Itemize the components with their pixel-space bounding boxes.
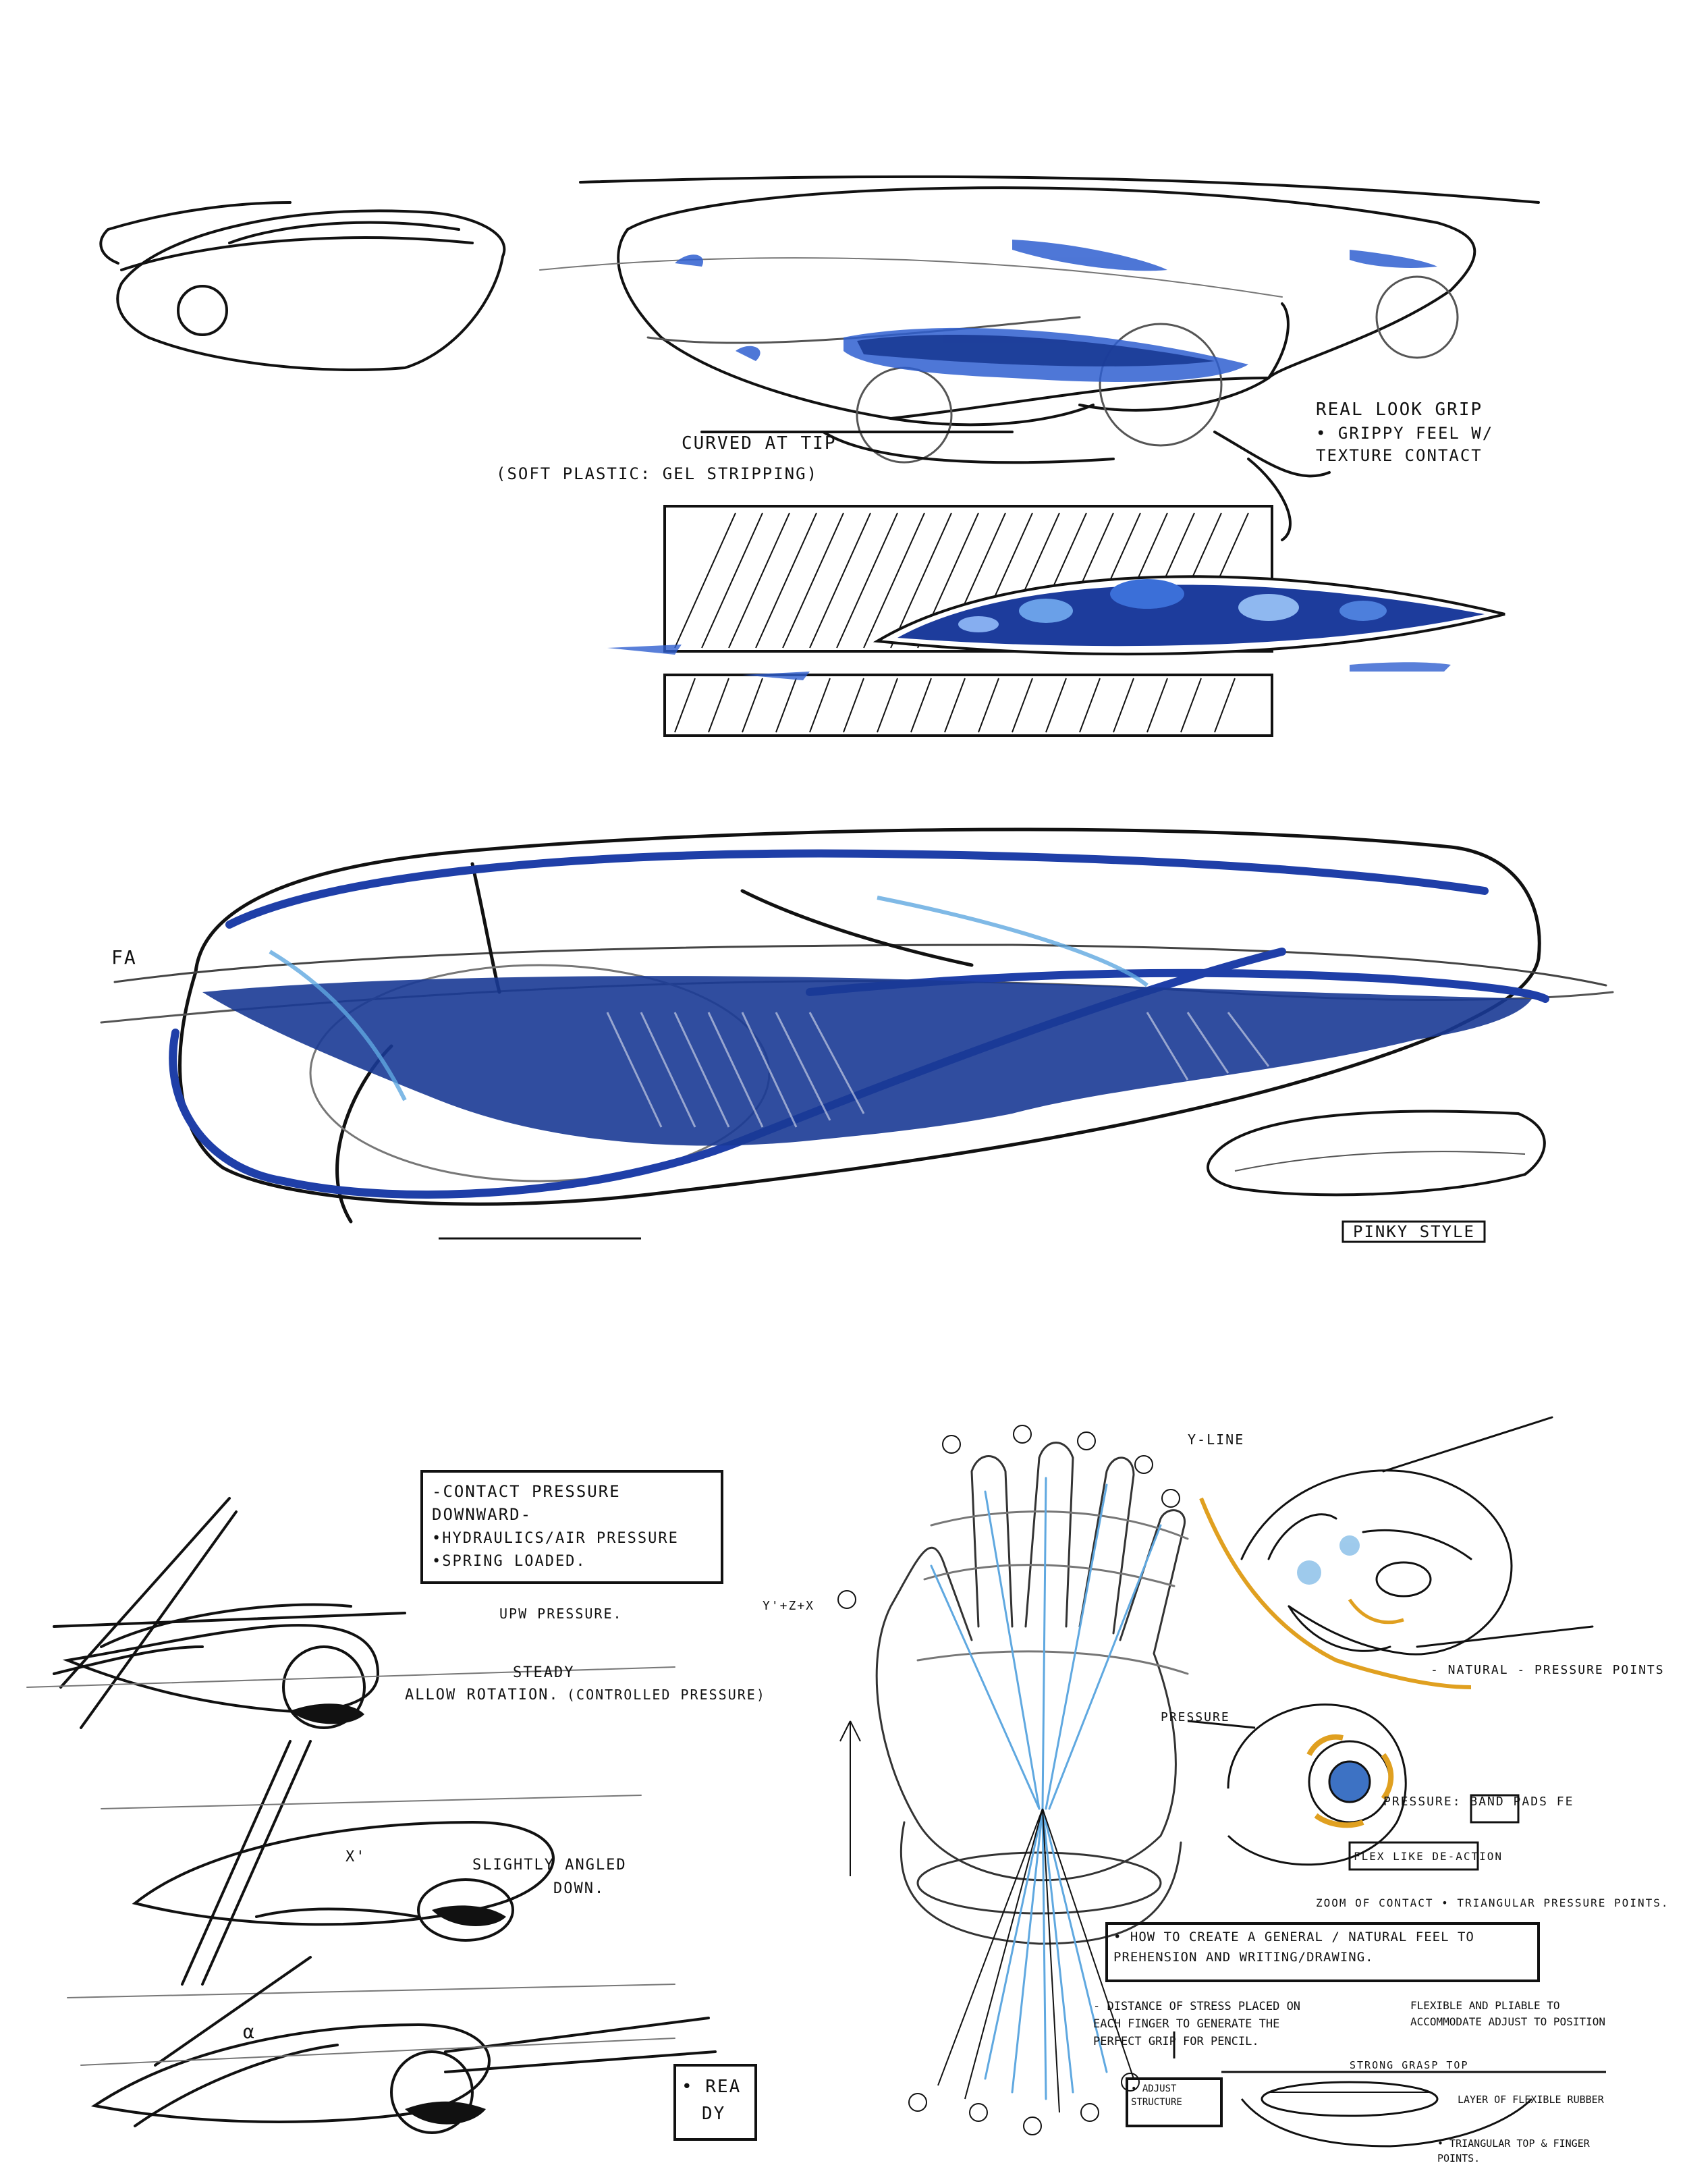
bl-label-angled-2: DOWN. — [553, 1880, 605, 1897]
br-label-yline: Y-LINE — [1188, 1431, 1244, 1448]
bottom-left-sketch-panel: -CONTACT PRESSURE DOWNWARD- •HYDRAULICS/… — [0, 1444, 765, 2184]
top-label-soft-plastic: (SOFT PLASTIC: GEL STRIPPING) — [496, 464, 818, 483]
bl-note-line-4: •SPRING LOADED. — [432, 1553, 586, 1570]
middle-sketch-drawing: FA PINKY STYLE — [100, 827, 1614, 1243]
bl-label-partial-1: • REA — [682, 2077, 741, 2097]
top-sketch-drawing: REAL LOOK GRIP • GRIPPY FEEL W/ TEXTURE … — [99, 175, 1540, 737]
bl-label-x: X' — [345, 1849, 366, 1865]
bl-label-steady-1: STEADY — [513, 1664, 574, 1681]
top-label-grip: REAL LOOK GRIP — [1316, 400, 1483, 420]
br-note-box-1-text: • HOW TO CREATE A GENERAL / NATURAL FEEL… — [1113, 1930, 1474, 1965]
middle-sketch-panel: FA PINKY STYLE — [0, 790, 1687, 1262]
bl-note-line-3: •HYDRAULICS/AIR PRESSURE — [432, 1530, 679, 1547]
bottom-right-sketch-drawing: Y-LINE - NATURAL - PRESSURE POINTS PRESS… — [763, 1416, 1669, 2164]
br-note-flexible: FLEXIBLE AND PLIABLE TO ACCOMMODATE ADJU… — [1410, 1999, 1605, 2028]
top-label-grippy: • GRIPPY FEEL W/ — [1316, 424, 1493, 443]
br-note-layer: LAYER OF FLEXIBLE RUBBER — [1458, 2094, 1604, 2106]
bl-label-pressure: UPW PRESSURE. — [499, 1606, 623, 1622]
br-note-triangular: • TRIANGULAR TOP & FINGER POINTS. — [1437, 2137, 1590, 2164]
middle-label-pinky: PINKY STYLE — [1353, 1222, 1475, 1241]
bl-label-alpha: α — [243, 2021, 256, 2043]
bl-label-partial-2: DY — [702, 2104, 725, 2124]
br-note-adjust: • ADJUST STRUCTURE — [1131, 2083, 1182, 2108]
bl-note-line-2: DOWNWARD- — [432, 1505, 532, 1524]
bl-label-steady-2: ALLOW ROTATION. — [405, 1687, 559, 1703]
bottom-right-sketch-panel: Y-LINE - NATURAL - PRESSURE POINTS PRESS… — [756, 1404, 1687, 2184]
br-label-pressure: PRESSURE — [1161, 1710, 1230, 1724]
br-label-natural: - NATURAL - PRESSURE POINTS — [1431, 1663, 1665, 1677]
br-note-box-1 — [1105, 1922, 1540, 1982]
bottom-left-note-box — [420, 1470, 723, 1584]
br-note-distance: - DISTANCE OF STRESS PLACED ON EACH FING… — [1093, 2000, 1301, 2048]
br-label-flex: FLEX LIKE DE-ACTION — [1354, 1850, 1503, 1863]
br-label-pressure-pads: PRESSURE: BAND PADS FE — [1383, 1795, 1574, 1809]
bl-label-angled-1: SLIGHTLY ANGLED — [472, 1857, 627, 1874]
br-note-strong: STRONG GRASP TOP — [1350, 2059, 1469, 2071]
top-label-curved: CURVED AT TIP — [682, 433, 837, 454]
br-label-zoom: ZOOM OF CONTACT • TRIANGULAR PRESSURE PO… — [1316, 1896, 1669, 1909]
middle-label-fa: FA — [111, 946, 137, 968]
bl-label-controlled: (CONTROLLED PRESSURE) — [567, 1687, 766, 1703]
br-label-yz: Y'+Z+X — [763, 1599, 814, 1613]
top-label-texture: TEXTURE CONTACT — [1316, 446, 1483, 465]
top-sketch-panel: REAL LOOK GRIP • GRIPPY FEEL W/ TEXTURE … — [0, 0, 1687, 776]
bl-note-line-1: -CONTACT PRESSURE — [432, 1482, 621, 1501]
bottom-left-sketch-drawing: -CONTACT PRESSURE DOWNWARD- •HYDRAULICS/… — [26, 1470, 765, 2141]
